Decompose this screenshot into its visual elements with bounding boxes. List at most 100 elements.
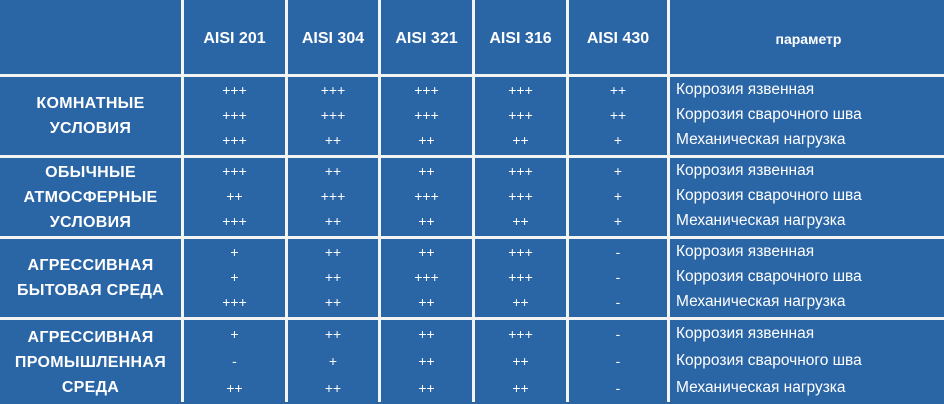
rating-value: +++ <box>222 293 247 310</box>
column-header-aisi-430: AISI 430 <box>569 0 667 74</box>
rating-value: + <box>230 244 239 261</box>
rating-value: ++ <box>418 379 435 396</box>
column-header-parameter: параметр <box>670 0 944 74</box>
rating-value: + <box>328 352 338 369</box>
rating-value: + <box>613 187 623 204</box>
rating-value: +++ <box>414 187 439 204</box>
rating-value: ++ <box>609 82 627 99</box>
parameter-name: Коррозия сварочного шва <box>676 186 862 204</box>
row-label-line: КОМНАТНЫЕ <box>36 95 145 112</box>
row-label-line: ОБЫЧНЫЕ <box>45 163 136 181</box>
rating-value: +++ <box>508 268 533 285</box>
row-label-line: БЫТОВАЯ СРЕДА <box>17 282 164 299</box>
row-label-condition: АГРЕССИВНАЯ БЫТОВАЯ СРЕДА <box>0 239 181 317</box>
rating-value: ++ <box>324 326 342 343</box>
rating-cell: --- <box>569 239 667 317</box>
rating-value: ++ <box>324 212 342 229</box>
row-label-line: СРЕДА <box>61 378 120 396</box>
rating-value: - <box>615 352 621 369</box>
rating-cell: ++++++++ <box>381 77 472 155</box>
parameter-name: Коррозия язвенная <box>676 325 815 343</box>
rating-value: - <box>615 244 621 261</box>
row-label-line: АГРЕССИВНАЯ <box>27 257 154 274</box>
rating-value: ++ <box>324 268 342 285</box>
row-label-line: УСЛОВИЯ <box>49 213 132 231</box>
rating-cell: ++++++ <box>288 239 378 317</box>
rating-value: ++ <box>324 244 342 261</box>
rating-value: ++ <box>418 212 435 229</box>
row-label-condition: КОМНАТНЫЕ УСЛОВИЯ <box>0 77 181 155</box>
rating-value: +++ <box>508 326 533 343</box>
rating-value: ++ <box>226 379 243 396</box>
rating-value: + <box>613 131 623 148</box>
row-label-line: ПРОМЫШЛЕННАЯ <box>14 353 167 371</box>
parameter-name: Механическая нагрузка <box>676 130 846 148</box>
parameter-name: Коррозия сварочного шва <box>676 105 862 123</box>
rating-value: +++ <box>508 106 533 123</box>
row-label-line: УСЛОВИЯ <box>49 120 132 137</box>
rating-value: ++ <box>609 106 627 123</box>
row-label-line: АГРЕССИВНАЯ <box>27 328 154 346</box>
rating-cell: +++++++ <box>288 158 378 236</box>
rating-cell: +++++ <box>569 77 667 155</box>
rating-value: +++ <box>414 82 439 99</box>
header-corner-cell <box>0 0 181 74</box>
column-header-aisi-316: AISI 316 <box>475 0 566 74</box>
parameter-name: Механическая нагрузка <box>676 292 846 310</box>
rating-value: + <box>230 326 239 343</box>
rating-value: - <box>615 293 621 310</box>
row-label-line: АТМОСФЕРНЫЕ <box>23 188 158 206</box>
rating-value: ++ <box>418 326 435 343</box>
rating-cell: ++++++++ <box>288 77 378 155</box>
rating-value: +++ <box>222 82 247 99</box>
rating-value: + <box>613 163 623 180</box>
rating-value: + <box>613 212 623 229</box>
column-header-aisi-201: AISI 201 <box>184 0 285 74</box>
row-label-condition: АГРЕССИВНАЯ ПРОМЫШЛЕННАЯ СРЕДА <box>0 320 181 404</box>
rating-cell: +++++ <box>184 239 285 317</box>
rating-value: +++ <box>508 163 533 180</box>
rating-value: ++ <box>512 293 529 310</box>
rating-value: +++ <box>222 163 247 180</box>
rating-value: ++ <box>418 163 435 180</box>
rating-value: +++ <box>320 187 346 204</box>
rating-value: - <box>615 379 621 396</box>
rating-cell: +++++ <box>288 320 378 404</box>
rating-value: ++ <box>324 163 342 180</box>
rating-cell: ++++++++ <box>475 158 566 236</box>
parameter-name: Коррозия язвенная <box>676 162 815 180</box>
rating-value: +++ <box>508 187 533 204</box>
rating-value: ++ <box>512 352 529 369</box>
rating-cell: +++++++ <box>381 239 472 317</box>
rating-value: ++ <box>418 352 435 369</box>
parameter-name: Механическая нагрузка <box>676 378 846 396</box>
rating-cell: ++++++++ <box>184 158 285 236</box>
rating-value: +++ <box>320 106 346 123</box>
rating-cell: +-++ <box>184 320 285 404</box>
rating-cell: ++ ++ ++ <box>381 320 472 404</box>
rating-value: +++ <box>222 106 247 123</box>
row-label-condition: ОБЫЧНЫЕ АТМОСФЕРНЫЕ УСЛОВИЯ <box>0 158 181 236</box>
rating-value: ++ <box>324 131 342 148</box>
rating-cell: +++++++ <box>381 158 472 236</box>
rating-value: +++ <box>414 106 439 123</box>
rating-cell: --- <box>569 320 667 404</box>
rating-value: +++ <box>222 131 247 148</box>
rating-value: ++ <box>512 379 529 396</box>
rating-value: ++ <box>418 244 435 261</box>
rating-value: + <box>230 268 239 285</box>
rating-cell: +++ +++ +++ <box>184 77 285 155</box>
rating-cell: ++++++++ <box>475 239 566 317</box>
rating-value: +++ <box>508 82 533 99</box>
column-header-aisi-321: AISI 321 <box>381 0 472 74</box>
parameter-name: Коррозия язвенная <box>676 81 815 99</box>
rating-value: ++ <box>512 212 529 229</box>
parameter-name: Коррозия сварочного шва <box>676 351 862 369</box>
rating-value: ++ <box>418 293 435 310</box>
parameter-name: Механическая нагрузка <box>676 211 846 229</box>
parameter-name: Коррозия сварочного шва <box>676 267 862 285</box>
